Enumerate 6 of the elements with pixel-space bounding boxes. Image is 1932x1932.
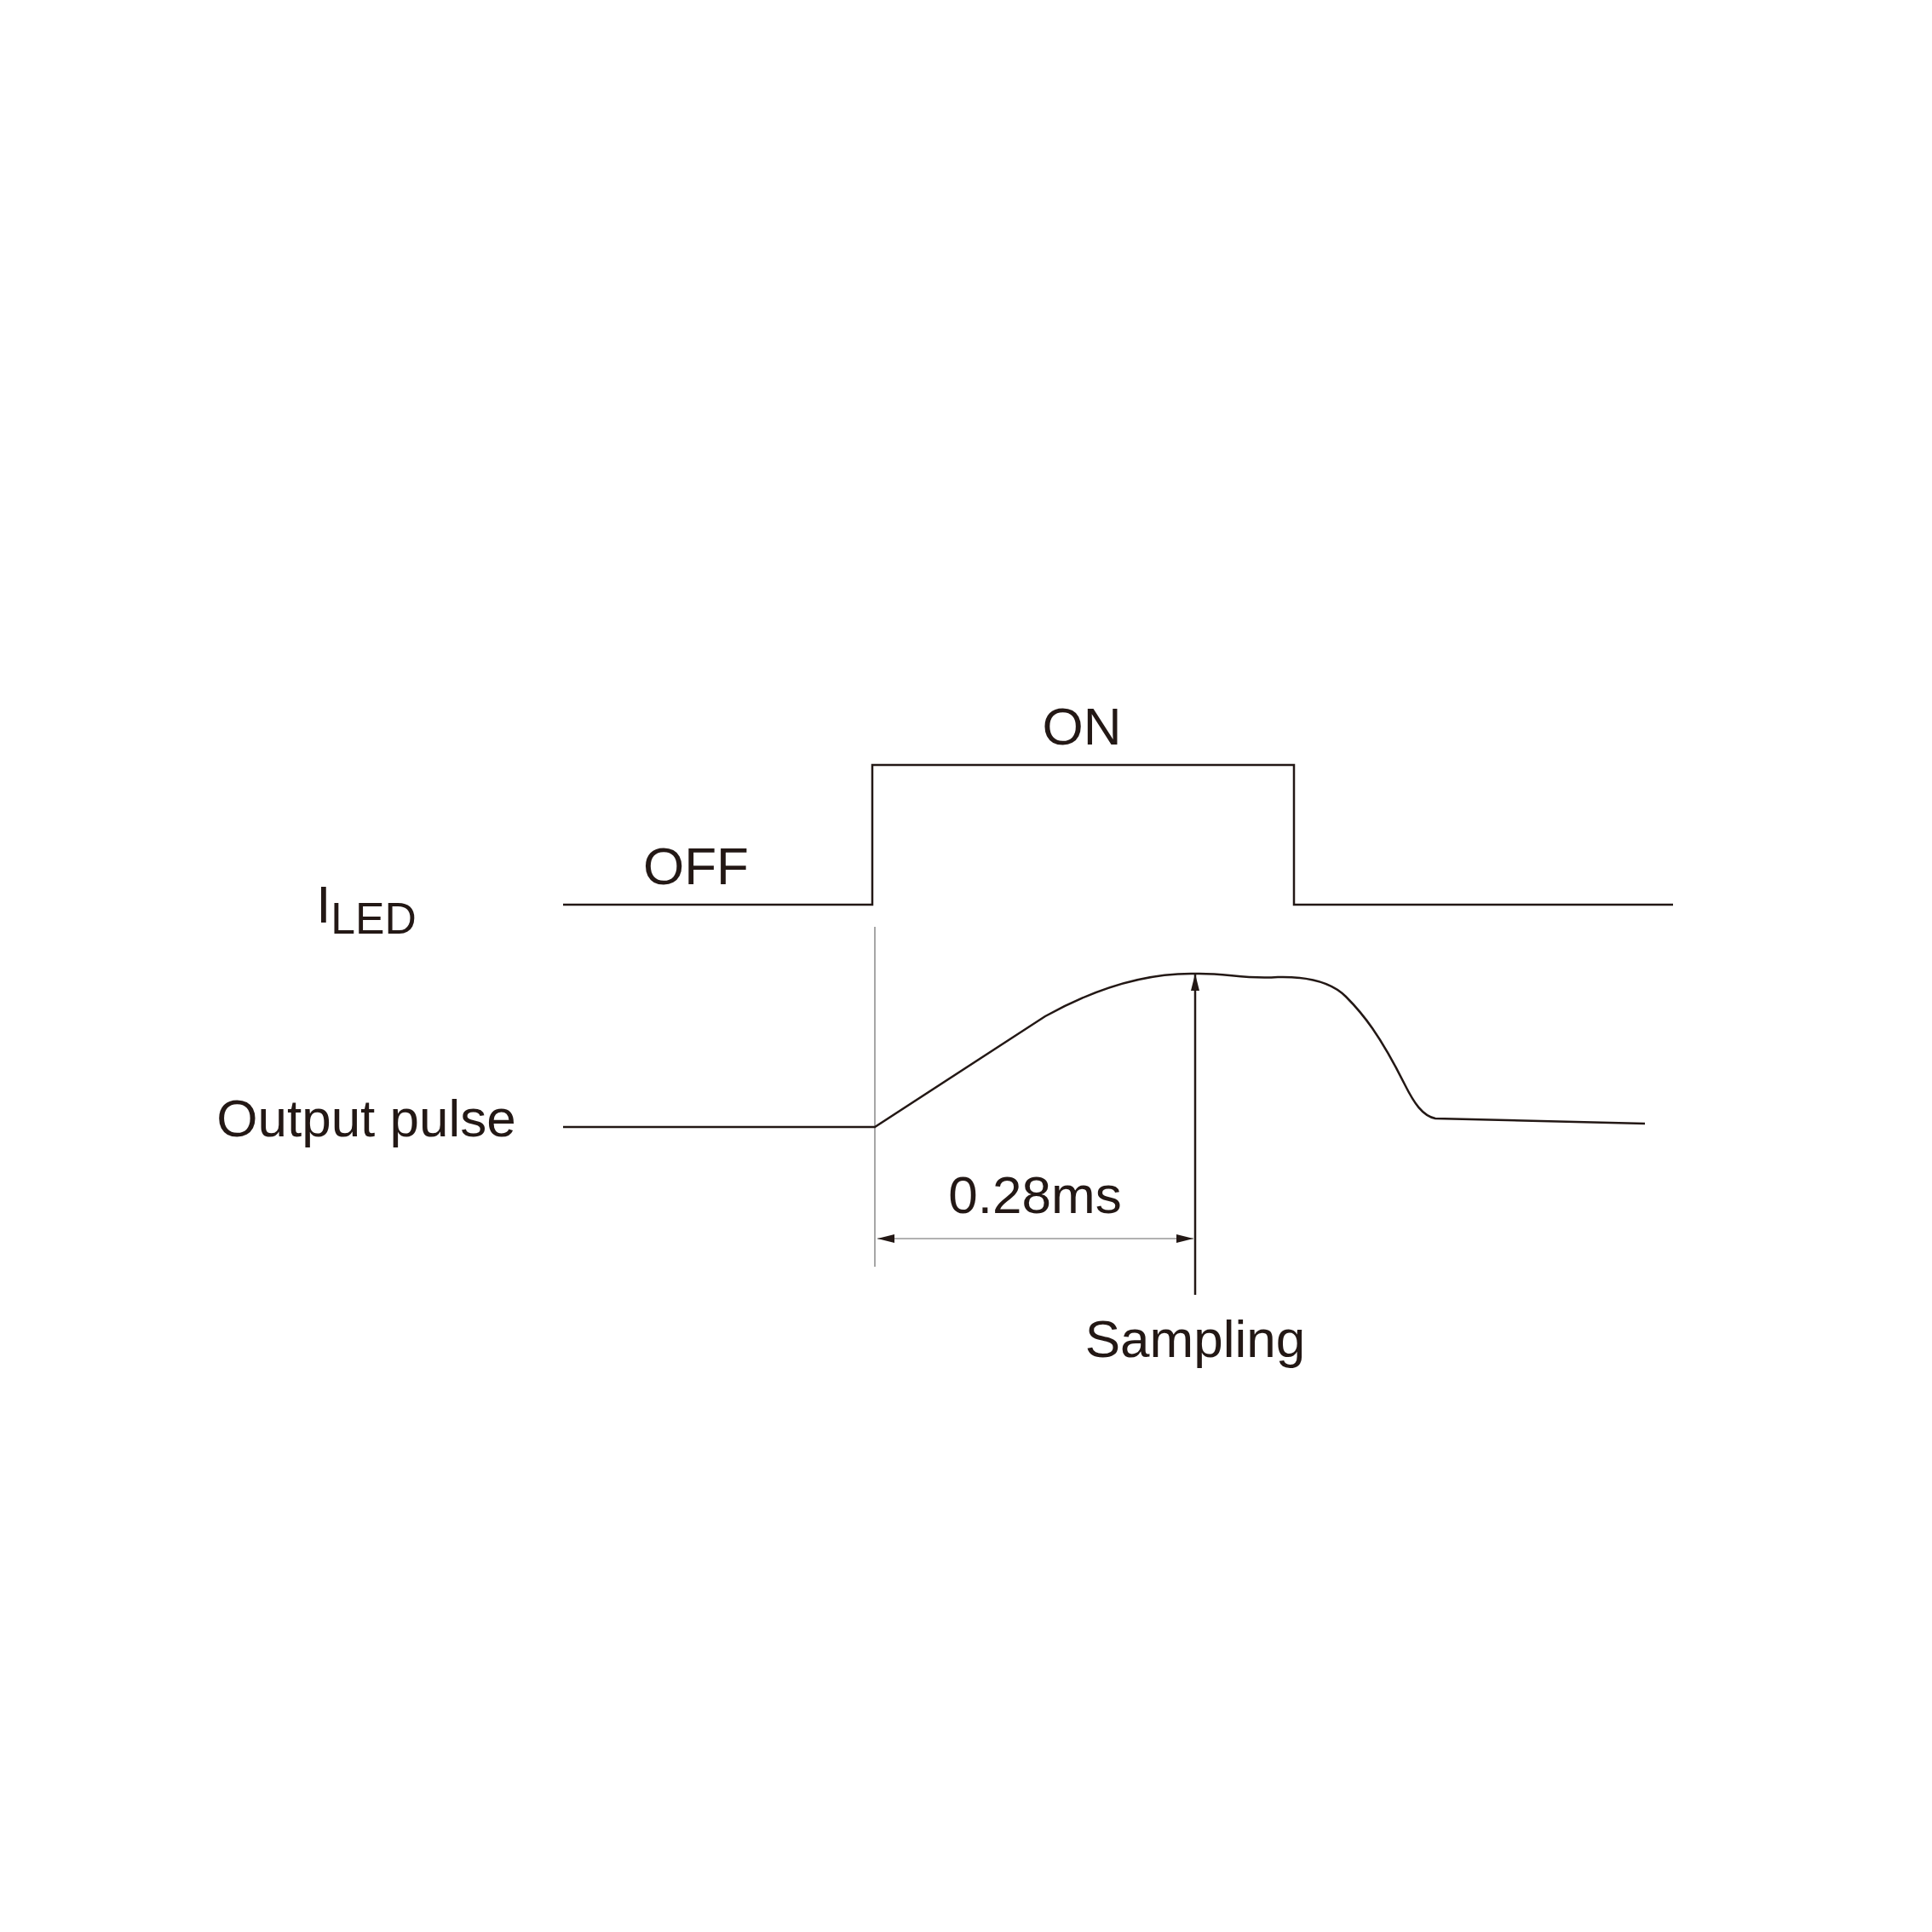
state-label: OFF bbox=[643, 840, 749, 893]
state-label: ON bbox=[1042, 700, 1122, 753]
output-waveform bbox=[563, 972, 1646, 1129]
signal-label: I$_{LED}$ bbox=[316, 877, 417, 942]
arrow bbox=[1191, 974, 1199, 1295]
dimension-label: 0.28ms bbox=[948, 1169, 1122, 1222]
